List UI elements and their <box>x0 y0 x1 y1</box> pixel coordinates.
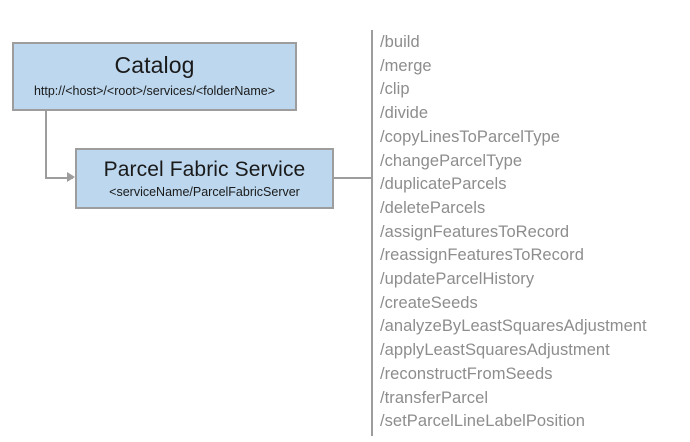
arrowhead-icon <box>67 172 75 182</box>
operation-item: /copyLinesToParcelType <box>380 127 560 146</box>
parcel-fabric-service-node-path: <serviceName/ParcelFabricServer <box>109 184 300 199</box>
parcel-fabric-service-node: Parcel Fabric Service <serviceName/Parce… <box>75 148 334 209</box>
operation-item: /applyLeastSquaresAdjustment <box>380 341 610 360</box>
operation-item: /createSeeds <box>380 293 478 312</box>
operation-item: /transferParcel <box>380 388 489 407</box>
parcel-fabric-service-node-title: Parcel Fabric Service <box>103 157 306 181</box>
connector-catalog-horizontal <box>45 177 73 179</box>
operation-item: /duplicateParcels <box>380 175 507 194</box>
operation-item: /changeParcelType <box>380 151 523 170</box>
operation-item: /divide <box>380 104 429 123</box>
operation-item: /reconstructFromSeeds <box>380 364 553 383</box>
operation-item: /build <box>380 33 420 51</box>
operation-item: /assignFeaturesToRecord <box>380 222 570 241</box>
operation-item: /analyzeByLeastSquaresAdjustment <box>380 317 647 336</box>
operations-list: /build/merge/clip/divide/copyLinesToParc… <box>380 31 682 434</box>
operation-item: /reassignFeaturesToRecord <box>380 246 584 265</box>
catalog-node-url: http://<host>/<root>/services/<folderNam… <box>33 84 276 98</box>
operation-item: /updateParcelHistory <box>380 270 535 289</box>
operation-item: /deleteParcels <box>380 198 486 217</box>
catalog-node: Catalog http://<host>/<root>/services/<f… <box>12 42 297 111</box>
operation-item: /setParcelLineLabelPosition <box>380 412 585 431</box>
operation-item: /merge <box>380 56 432 75</box>
connector-service-to-operations <box>334 177 373 179</box>
connector-catalog-vertical <box>45 110 47 178</box>
operation-item: /clip <box>380 80 410 99</box>
catalog-node-title: Catalog <box>114 52 195 78</box>
operations-list-rail <box>371 30 373 436</box>
